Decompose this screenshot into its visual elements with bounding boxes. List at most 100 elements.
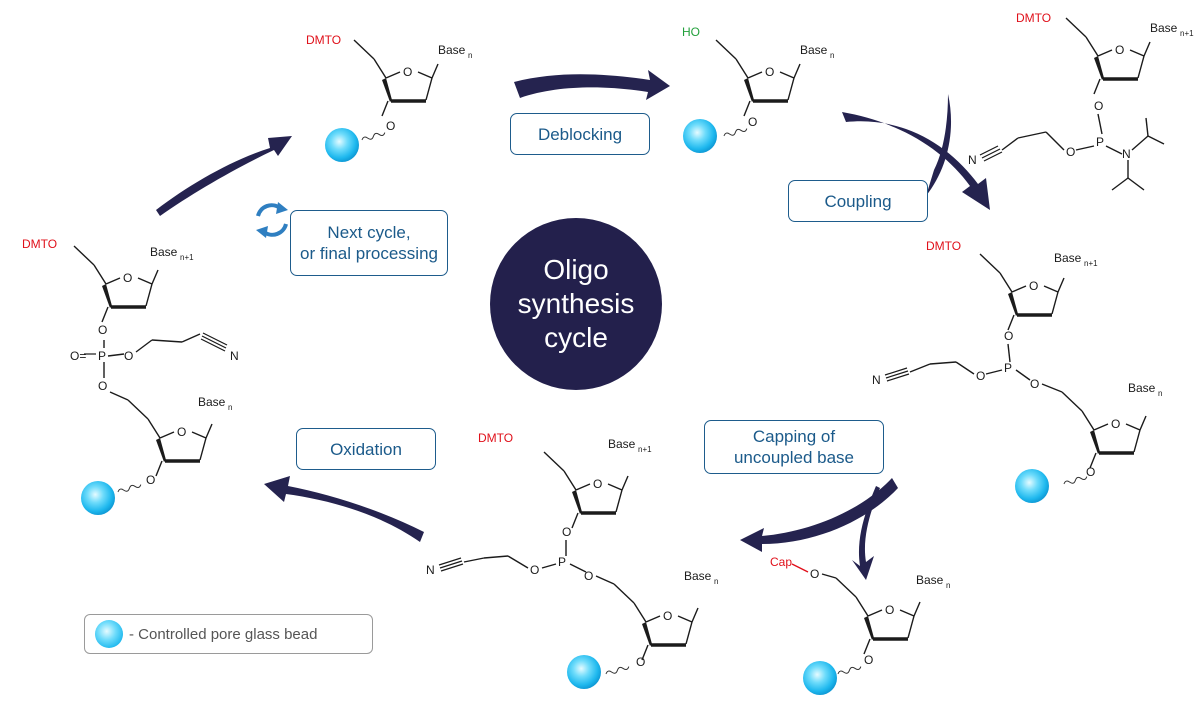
step-oxidation-label: Oxidation: [330, 439, 402, 459]
svg-text:n: n: [946, 581, 950, 590]
svg-text:O: O: [584, 569, 593, 583]
svg-text:O: O: [1111, 417, 1120, 431]
svg-text:O: O: [124, 349, 133, 363]
svg-text:O: O: [765, 65, 774, 79]
recycle-icon: [256, 202, 288, 238]
molecule-phosphite-dimer: DMTO O Base n+1 O P O O N O Base n O: [426, 431, 718, 689]
svg-text:N: N: [872, 373, 881, 387]
svg-text:DMTO: DMTO: [22, 237, 57, 251]
step-oxidation: Oxidation: [296, 428, 436, 470]
step-coupling: Coupling: [788, 180, 928, 222]
svg-text:O: O: [1115, 43, 1124, 57]
molecule-deprotected: HO O Base n O: [682, 25, 834, 153]
svg-text:O: O: [864, 653, 873, 667]
step-deblocking-label: Deblocking: [537, 124, 623, 144]
step-next-cycle-label-2: or final processing: [300, 244, 438, 263]
svg-text:O: O: [146, 473, 155, 487]
bead: [325, 128, 359, 162]
svg-text:n: n: [830, 51, 834, 60]
center-title-line-2: synthesis: [517, 288, 635, 319]
molecule-capped: Cap O O Base n O: [770, 555, 950, 695]
svg-text:O: O: [593, 477, 602, 491]
svg-text:n+1: n+1: [638, 445, 652, 454]
svg-text:DMTO: DMTO: [306, 33, 341, 47]
svg-text:O: O: [1029, 279, 1038, 293]
svg-text:Base: Base: [150, 245, 178, 259]
svg-text:O: O: [885, 603, 894, 617]
bead: [81, 481, 115, 515]
step-capping: Capping of uncoupled base: [704, 420, 884, 474]
svg-text:O: O: [98, 323, 107, 337]
svg-text:O: O: [636, 655, 645, 669]
molecule-dmt-protected: DMTO O Base n O: [306, 33, 472, 162]
svg-text:O: O: [1004, 329, 1013, 343]
svg-text:O: O: [1030, 377, 1039, 391]
svg-text:O: O: [748, 115, 757, 129]
bead: [567, 655, 601, 689]
step-capping-label-2: uncoupled base: [733, 448, 855, 467]
step-coupling-label: Coupling: [824, 191, 892, 211]
svg-text:O: O: [123, 271, 132, 285]
svg-text:N: N: [426, 563, 435, 577]
svg-text:n+1: n+1: [180, 253, 194, 262]
svg-text:DMTO: DMTO: [926, 239, 961, 253]
svg-text:Base: Base: [800, 43, 828, 57]
svg-text:O: O: [1086, 465, 1095, 479]
svg-text:Base: Base: [1128, 381, 1156, 395]
arrow-oxidation: [264, 476, 424, 542]
svg-text:n: n: [1158, 389, 1162, 398]
svg-text:P: P: [98, 349, 106, 363]
svg-text:Base: Base: [916, 573, 944, 587]
svg-text:Base: Base: [198, 395, 226, 409]
svg-text:n: n: [714, 577, 718, 586]
svg-text:O: O: [98, 379, 107, 393]
svg-text:Base: Base: [1054, 251, 1082, 265]
svg-text:P: P: [1096, 135, 1104, 149]
svg-text:P: P: [1004, 361, 1012, 375]
arrow-coupling: [842, 94, 990, 210]
molecule-coupled-dimer: DMTO O Base n+1 O P O O N O Base n O: [872, 239, 1162, 503]
arrow-capping: [740, 478, 898, 580]
bead: [1015, 469, 1049, 503]
step-capping-label-1: Capping of: [752, 427, 836, 446]
svg-text:n: n: [228, 403, 232, 412]
bead: [803, 661, 837, 695]
svg-text:Base: Base: [1150, 21, 1178, 35]
svg-text:O: O: [1066, 145, 1075, 159]
svg-text:O: O: [810, 567, 819, 581]
svg-text:N: N: [230, 349, 239, 363]
molecule-phosphoramidite: DMTO O Base n+1 O P N O N: [968, 11, 1194, 191]
svg-text:O: O: [177, 425, 186, 439]
svg-text:DMTO: DMTO: [1016, 11, 1051, 25]
svg-text:DMTO: DMTO: [478, 431, 513, 445]
svg-text:n+1: n+1: [1084, 259, 1098, 268]
arrow-next-cycle: [156, 136, 292, 216]
center-title-line-1: Oligo: [543, 254, 609, 285]
svg-text:O: O: [530, 563, 539, 577]
svg-text:O: O: [976, 369, 985, 383]
svg-text:Cap: Cap: [770, 555, 792, 569]
center-title-line-3: cycle: [544, 322, 608, 353]
svg-text:n+1: n+1: [1180, 29, 1194, 38]
molecule-phosphotriester-dimer: DMTO O Base n+1 O P O= O N O O Base n O: [22, 237, 239, 515]
svg-text:O: O: [562, 525, 571, 539]
bead: [683, 119, 717, 153]
svg-text:O: O: [1094, 99, 1103, 113]
center-title-circle: Oligo synthesis cycle: [490, 218, 662, 390]
bead-legend-icon: [95, 620, 123, 648]
svg-text:n: n: [468, 51, 472, 60]
svg-text:Base: Base: [684, 569, 712, 583]
svg-text:Base: Base: [438, 43, 466, 57]
step-deblocking: Deblocking: [510, 113, 650, 155]
svg-text:N: N: [1122, 147, 1131, 161]
arrow-deblocking: [514, 70, 670, 100]
svg-text:Base: Base: [608, 437, 636, 451]
step-next-cycle: Next cycle, or final processing: [290, 210, 448, 276]
legend-text: - Controlled pore glass bead: [129, 625, 318, 643]
step-next-cycle-label-1: Next cycle,: [327, 223, 411, 242]
svg-text:O: O: [403, 65, 412, 79]
svg-text:HO: HO: [682, 25, 700, 39]
svg-text:O: O: [386, 119, 395, 133]
svg-text:N: N: [968, 153, 977, 167]
